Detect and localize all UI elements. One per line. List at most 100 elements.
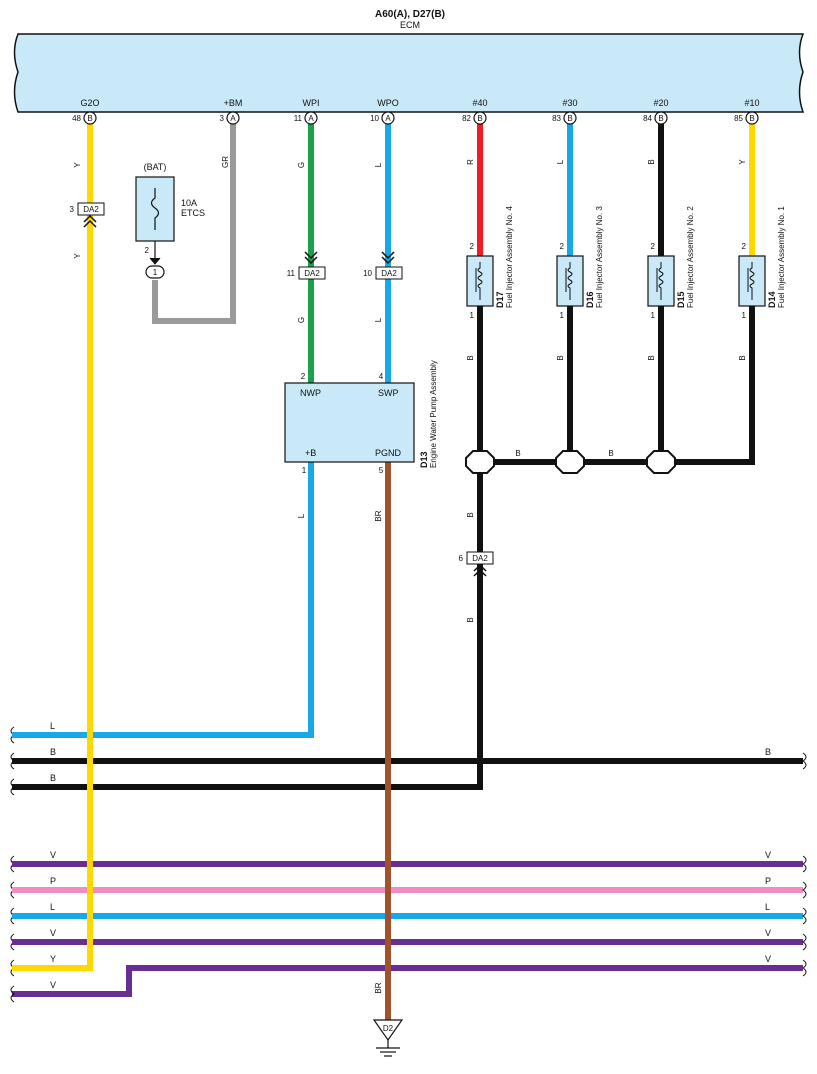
da2-inj-name: DA2 (472, 554, 488, 563)
da2-wpi-name: DA2 (304, 269, 320, 278)
ecm-pins: G2O +BM WPI WPO #40 #30 #20 #10 (80, 98, 759, 108)
wire-label-pgnd-bottom: BR (374, 982, 383, 993)
splice-point (465, 450, 495, 474)
inj2-label: Fuel Injector Assembly No. 2 (686, 206, 695, 308)
bus-label-y: Y (50, 954, 56, 964)
wire-label-inj4: R (466, 159, 475, 165)
inj1-id: D14 (767, 291, 777, 308)
wpi-circuit: A 11 G DA2 11 G (287, 111, 326, 383)
pin-num-20: 84 (643, 114, 652, 123)
g2o-circuit: B 48 Y DA2 3 Y (70, 111, 105, 968)
inj4-id: D17 (495, 291, 505, 308)
pin-num-wpi: 11 (294, 114, 303, 123)
bus-label-v1-right: V (765, 850, 771, 860)
water-pump: L BR BR 2 4 NWP SWP +B PGND 1 5 D13 Engi… (284, 360, 438, 1020)
pin-conn-20: B (658, 114, 663, 123)
bus-label-v2-left: V (50, 928, 56, 938)
bus-v-step (12, 965, 803, 997)
pump-label: Engine Water Pump Assembly (429, 360, 438, 468)
pin-conn-wpi: A (308, 114, 314, 123)
pin-name-40: #40 (472, 98, 487, 108)
pin-conn-bm: A (230, 114, 236, 123)
inj4-pin-bottom: 1 (470, 311, 475, 320)
pump-pgnd: PGND (375, 448, 402, 458)
pin-name-bm: +BM (224, 98, 243, 108)
pump-id: D13 (419, 451, 429, 468)
bus-label-v1-left: V (50, 850, 56, 860)
bus-label-b-full-left: B (50, 747, 56, 757)
pin-name-10: #10 (744, 98, 759, 108)
wire-label-g2o-top: Y (73, 162, 82, 168)
fuse-pin-bottom: 1 (153, 268, 158, 277)
da2-inj-pin: 6 (459, 554, 464, 563)
wire-label-wpi-top: G (297, 162, 306, 168)
fuse-icon (150, 188, 160, 230)
pin-name-g2o: G2O (80, 98, 99, 108)
inj1-pin-top: 2 (742, 242, 747, 251)
splice-point (646, 450, 676, 474)
wire-label-splice-a: B (515, 449, 520, 458)
inj2-id: D15 (676, 291, 686, 308)
injector-no-4: 2 1 D17 Fuel Injector Assembly No. 4 (466, 206, 514, 320)
da2-wpi-pin: 11 (287, 269, 296, 278)
wire-label-inj2: B (647, 159, 656, 164)
da2-g2o-pin: 3 (70, 205, 75, 214)
pin-name-30: #30 (562, 98, 577, 108)
inj1-pin-bottom: 1 (742, 311, 747, 320)
bus-label-l-upper: L (50, 721, 55, 731)
fuse-pin-top: 2 (145, 246, 150, 255)
pump-nwp: NWP (300, 388, 321, 398)
wire-label-g2o-bottom: Y (73, 253, 82, 259)
pin-num-wpo: 10 (370, 114, 379, 123)
ecm-name: ECM (400, 20, 420, 30)
wire-label-pump-b: L (297, 513, 306, 518)
pin-conn-40: B (477, 114, 482, 123)
bus-label-l-right: L (765, 902, 770, 912)
wire-label-wpi-bottom: G (297, 317, 306, 323)
wire-label-inj3-low: B (556, 355, 565, 360)
wire-label-splice-b: B (608, 449, 613, 458)
bus-lines: L B B B V V P P L L V V Y V V (10, 721, 807, 1003)
injector-no-3: 2 1 D16 Fuel Injector Assembly No. 3 (556, 206, 604, 320)
bus-label-p-left: P (50, 876, 56, 886)
pin-num-10: 85 (734, 114, 743, 123)
inj2-pin-top: 2 (651, 242, 656, 251)
inj3-pin-bottom: 1 (560, 311, 565, 320)
ecm-box: A60(A), D27(B) ECM (13, 9, 805, 113)
pump-pin-swp: 4 (379, 372, 384, 381)
wire-label-inj4-low: B (466, 355, 475, 360)
fuse-group: (BAT) (144, 162, 167, 172)
splice-point (555, 450, 585, 474)
pin-num-30: 83 (552, 114, 561, 123)
pin-conn-10: B (749, 114, 754, 123)
wire-label-inj3: L (556, 159, 565, 164)
pump-swp: SWP (378, 388, 399, 398)
bus-label-p-right: P (765, 876, 771, 886)
pin-name-wpi: WPI (303, 98, 320, 108)
pump-b: +B (305, 448, 316, 458)
bm-circuit: A 3 GR (BAT) 10A ETCS 2 1 (135, 111, 240, 324)
injector-no-2: 2 1 D15 Fuel Injector Assembly No. 2 (647, 206, 695, 320)
wire-label-wpo-top: L (374, 162, 383, 167)
inj4-label: Fuel Injector Assembly No. 4 (505, 206, 514, 308)
wpo-circuit: A 10 L DA2 10 L (363, 111, 403, 383)
pin-num-40: 82 (462, 114, 471, 123)
injector-no-1: 2 1 D14 Fuel Injector Assembly No. 1 (738, 206, 786, 320)
fuse-rating: 10A (181, 198, 197, 208)
ecm-connectors: A60(A), D27(B) (375, 9, 445, 20)
fuse-box (135, 176, 175, 242)
pin-num-bm: 3 (220, 114, 225, 123)
inj3-pin-top: 2 (560, 242, 565, 251)
bus-label-v2-right: V (765, 928, 771, 938)
bus-label-v-step-left: V (50, 980, 56, 990)
da2-wpo-pin: 10 (363, 269, 372, 278)
pin-conn-wpo: A (385, 114, 391, 123)
pump-pin-b: 1 (302, 466, 307, 475)
pin-conn-30: B (567, 114, 572, 123)
wire-label-common-a: B (466, 512, 475, 517)
pin-name-wpo: WPO (377, 98, 399, 108)
da2-wpo-name: DA2 (381, 269, 397, 278)
wire-label-bm: GR (221, 156, 230, 168)
pin-num-g2o: 48 (72, 114, 81, 123)
